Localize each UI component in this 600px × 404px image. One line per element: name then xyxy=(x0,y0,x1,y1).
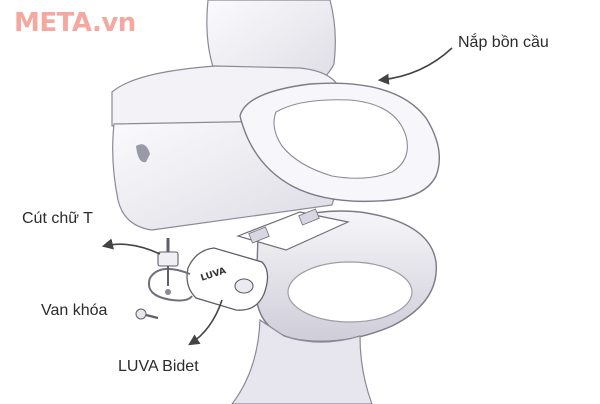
label-tee-fitting: Cút chữ T xyxy=(22,210,93,227)
shutoff-valve-icon xyxy=(135,308,159,320)
arrow-lid xyxy=(377,47,453,85)
brand-logo: META.vn xyxy=(14,8,136,38)
label-luva-bidet: LUVA Bidet xyxy=(118,358,199,375)
arrow-bidet xyxy=(188,299,223,346)
control-knob-icon xyxy=(234,278,254,294)
seat-lid xyxy=(239,82,440,203)
callout-arrows xyxy=(101,47,453,346)
arrow-tee xyxy=(101,238,161,255)
label-shutoff-valve: Van khóa xyxy=(41,302,108,319)
bidet-body: LUVA xyxy=(186,247,269,311)
plumbing xyxy=(135,238,193,320)
tee-fitting-icon xyxy=(157,251,179,267)
label-seat-lid: Nắp bồn cầu xyxy=(458,34,549,51)
flush-handle-icon xyxy=(136,144,150,163)
bidet-mount xyxy=(236,208,350,251)
